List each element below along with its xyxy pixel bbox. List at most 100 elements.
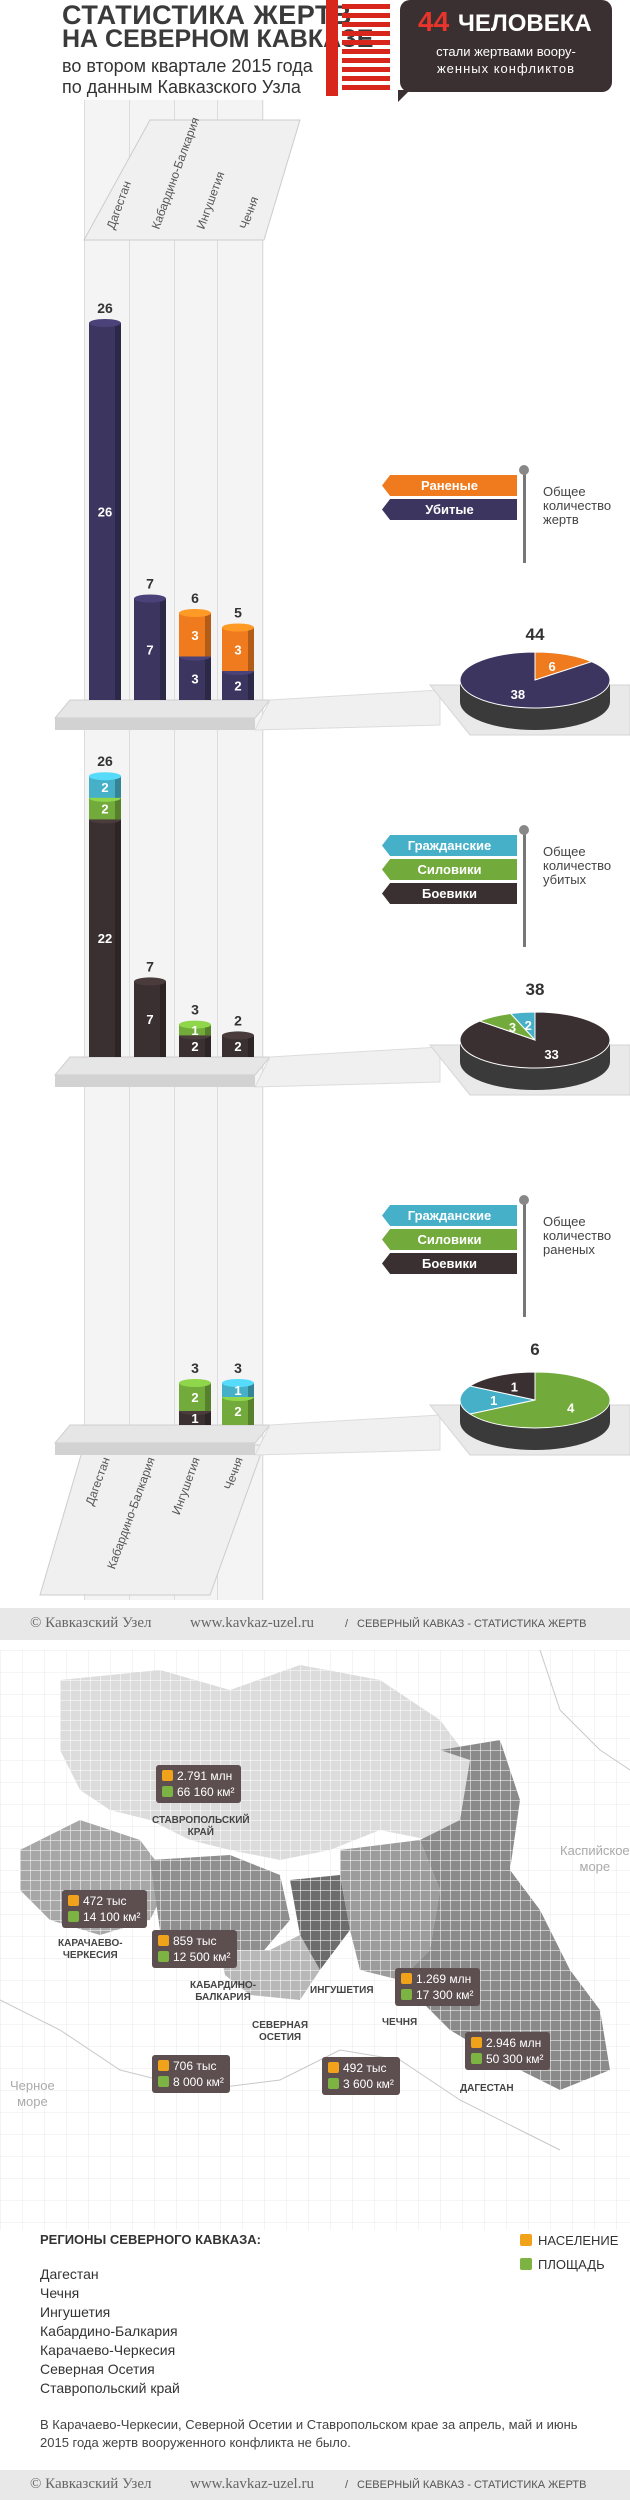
axis-header-panel [83, 119, 301, 241]
region-area: 3 600 км² [328, 2076, 394, 2092]
bar-segment-top [134, 977, 166, 986]
bar-total-label: 3 [191, 1360, 199, 1376]
pie-slice-label: 6 [549, 659, 556, 674]
bar-value-label: 2 [234, 1039, 241, 1054]
legend-caption-line: Общее [543, 844, 586, 859]
bar-segment [222, 1383, 254, 1397]
region-name-line: КАРАЧАЕВО- [58, 1938, 123, 1949]
regions-note-line2: 2015 года жертв вооруженного конфликта н… [40, 2435, 351, 2450]
pie-slice [459, 1385, 536, 1415]
column-divider [84, 100, 85, 1600]
footer-site-link-bottom[interactable]: www.kavkaz-uzel.ru [190, 2476, 314, 2492]
area-icon [401, 1989, 412, 2000]
bar-value-label: 22 [98, 931, 112, 946]
pie-slice-label: 3 [509, 1020, 516, 1035]
bar-total-label: 3 [234, 1360, 242, 1376]
legend-area: ПЛОЩАДЬ [520, 2256, 605, 2274]
bar-value-label: 2 [191, 1039, 198, 1054]
region-name-label: КАБАРДИНО-БАЛКАРИЯ [190, 1980, 256, 2004]
legend-pill-Силовики: Силовики [382, 1229, 517, 1250]
bar-segment-shade [115, 323, 121, 700]
footer-section-bottom: СЕВЕРНЫЙ КАВКАЗ - СТАТИСТИКА ЖЕРТВ [357, 2479, 587, 2491]
bar-segment-shade [205, 1035, 211, 1057]
page-title-line2: НА СЕВЕРНОМ КАВКАЗЕ [62, 25, 374, 53]
column-divider [217, 100, 218, 1600]
pie-total-label: 44 [526, 625, 545, 644]
bar-segment-shade [248, 1035, 254, 1057]
footer-site-link[interactable]: www.kavkaz-uzel.ru [190, 1615, 314, 1631]
legend-pin-head [519, 825, 529, 835]
bar-segment [179, 1411, 211, 1425]
column-divider [129, 100, 130, 1600]
region-name-label: КАРАЧАЕВО-ЧЕРКЕСИЯ [58, 1938, 123, 1962]
victims-line2: женных конфликтов [436, 61, 576, 76]
person-icon [520, 2234, 532, 2246]
legend-population: НАСЕЛЕНИЕ [520, 2232, 618, 2250]
legend-pill-Силовики: Силовики [382, 859, 517, 880]
footer-bar-top: © Кавказский Узел www.kavkaz-uzel.ru / С… [0, 1608, 630, 1640]
pie-total-label: 6 [530, 1340, 539, 1359]
pie-slice-label: 4 [567, 1401, 575, 1416]
legend-caption-line: количество [543, 858, 612, 873]
page-title-line1: СТАТИСТИКА ЖЕРТВ [62, 0, 352, 30]
bar-value-label: 2 [101, 780, 108, 795]
chart-floor-edge [55, 1075, 255, 1087]
legend-pill-Раненые: Раненые [382, 475, 517, 496]
black-line2: море [17, 2094, 48, 2109]
bar-total-label: 5 [234, 605, 242, 621]
bar-segment-shade [248, 671, 254, 700]
pie-slice-label: 33 [544, 1047, 558, 1062]
bar-segment-shade [205, 1383, 211, 1411]
bar-segment [179, 1024, 211, 1036]
column-divider [174, 100, 175, 1600]
region-population: 2.791 млн [162, 1768, 235, 1784]
footer-copyright: © Кавказский Узел [30, 1615, 152, 1631]
area-icon [328, 2078, 339, 2089]
bar-value-label: 1 [234, 1383, 241, 1398]
legend-caption-line: количество [543, 1228, 612, 1243]
region-area: 12 500 км² [158, 1949, 231, 1965]
region-name-line: СТАВРОПОЛЬСКИЙ [152, 1815, 250, 1826]
bar-total-label: 26 [97, 300, 113, 316]
person-icon [68, 1895, 79, 1906]
regions-note-line1: В Карачаево-Черкесии, Северной Осетии и … [40, 2417, 578, 2432]
area-icon [68, 1911, 79, 1922]
bar-total-label: 6 [191, 590, 199, 606]
person-icon [158, 1935, 169, 1946]
pie-slice-label: 2 [525, 1018, 532, 1033]
victims-box-tail [398, 90, 410, 102]
bar-value-label: 3 [191, 628, 198, 643]
footer-bar-bottom: © Кавказский Узел www.kavkaz-uzel.ru / С… [0, 2470, 630, 2500]
bar-segment-shade [205, 1024, 211, 1036]
pie-slice-label: 38 [511, 687, 525, 702]
legend-caption-line: раненых [543, 1242, 595, 1257]
black-line1: Черное [10, 2078, 55, 2093]
victims-line1: стали жертвами воору- [436, 44, 576, 59]
bar-segment-top [222, 623, 254, 632]
region-area: 50 300 км² [471, 2051, 544, 2067]
regions-list-item: Ингушетия [40, 2304, 111, 2320]
bar-value-label: 26 [98, 505, 112, 520]
legend-pin-head [519, 465, 529, 475]
person-icon [471, 2037, 482, 2048]
footer-copyright-bottom: © Кавказский Узел [30, 2476, 152, 2492]
bar-total-label: 7 [146, 958, 154, 974]
bar-value-label: 7 [146, 1012, 153, 1027]
area-icon [520, 2258, 532, 2270]
pie-total-label: 38 [526, 980, 545, 999]
region-name-line: КРАЙ [187, 1827, 214, 1838]
regions-list-item: Чечня [40, 2285, 80, 2301]
legend-pin [523, 470, 526, 563]
bar-segment-top [179, 609, 211, 617]
caspian-line1: Каспийское [560, 1843, 630, 1858]
bar-value-label: 7 [146, 642, 153, 657]
bar-segment-top [134, 594, 166, 603]
bar-segment-shade [115, 797, 121, 820]
region-area: 8 000 км² [158, 2074, 224, 2090]
region-population: 492 тыс [328, 2060, 394, 2076]
bar-value-label: 2 [101, 802, 108, 817]
area-icon [158, 2076, 169, 2087]
